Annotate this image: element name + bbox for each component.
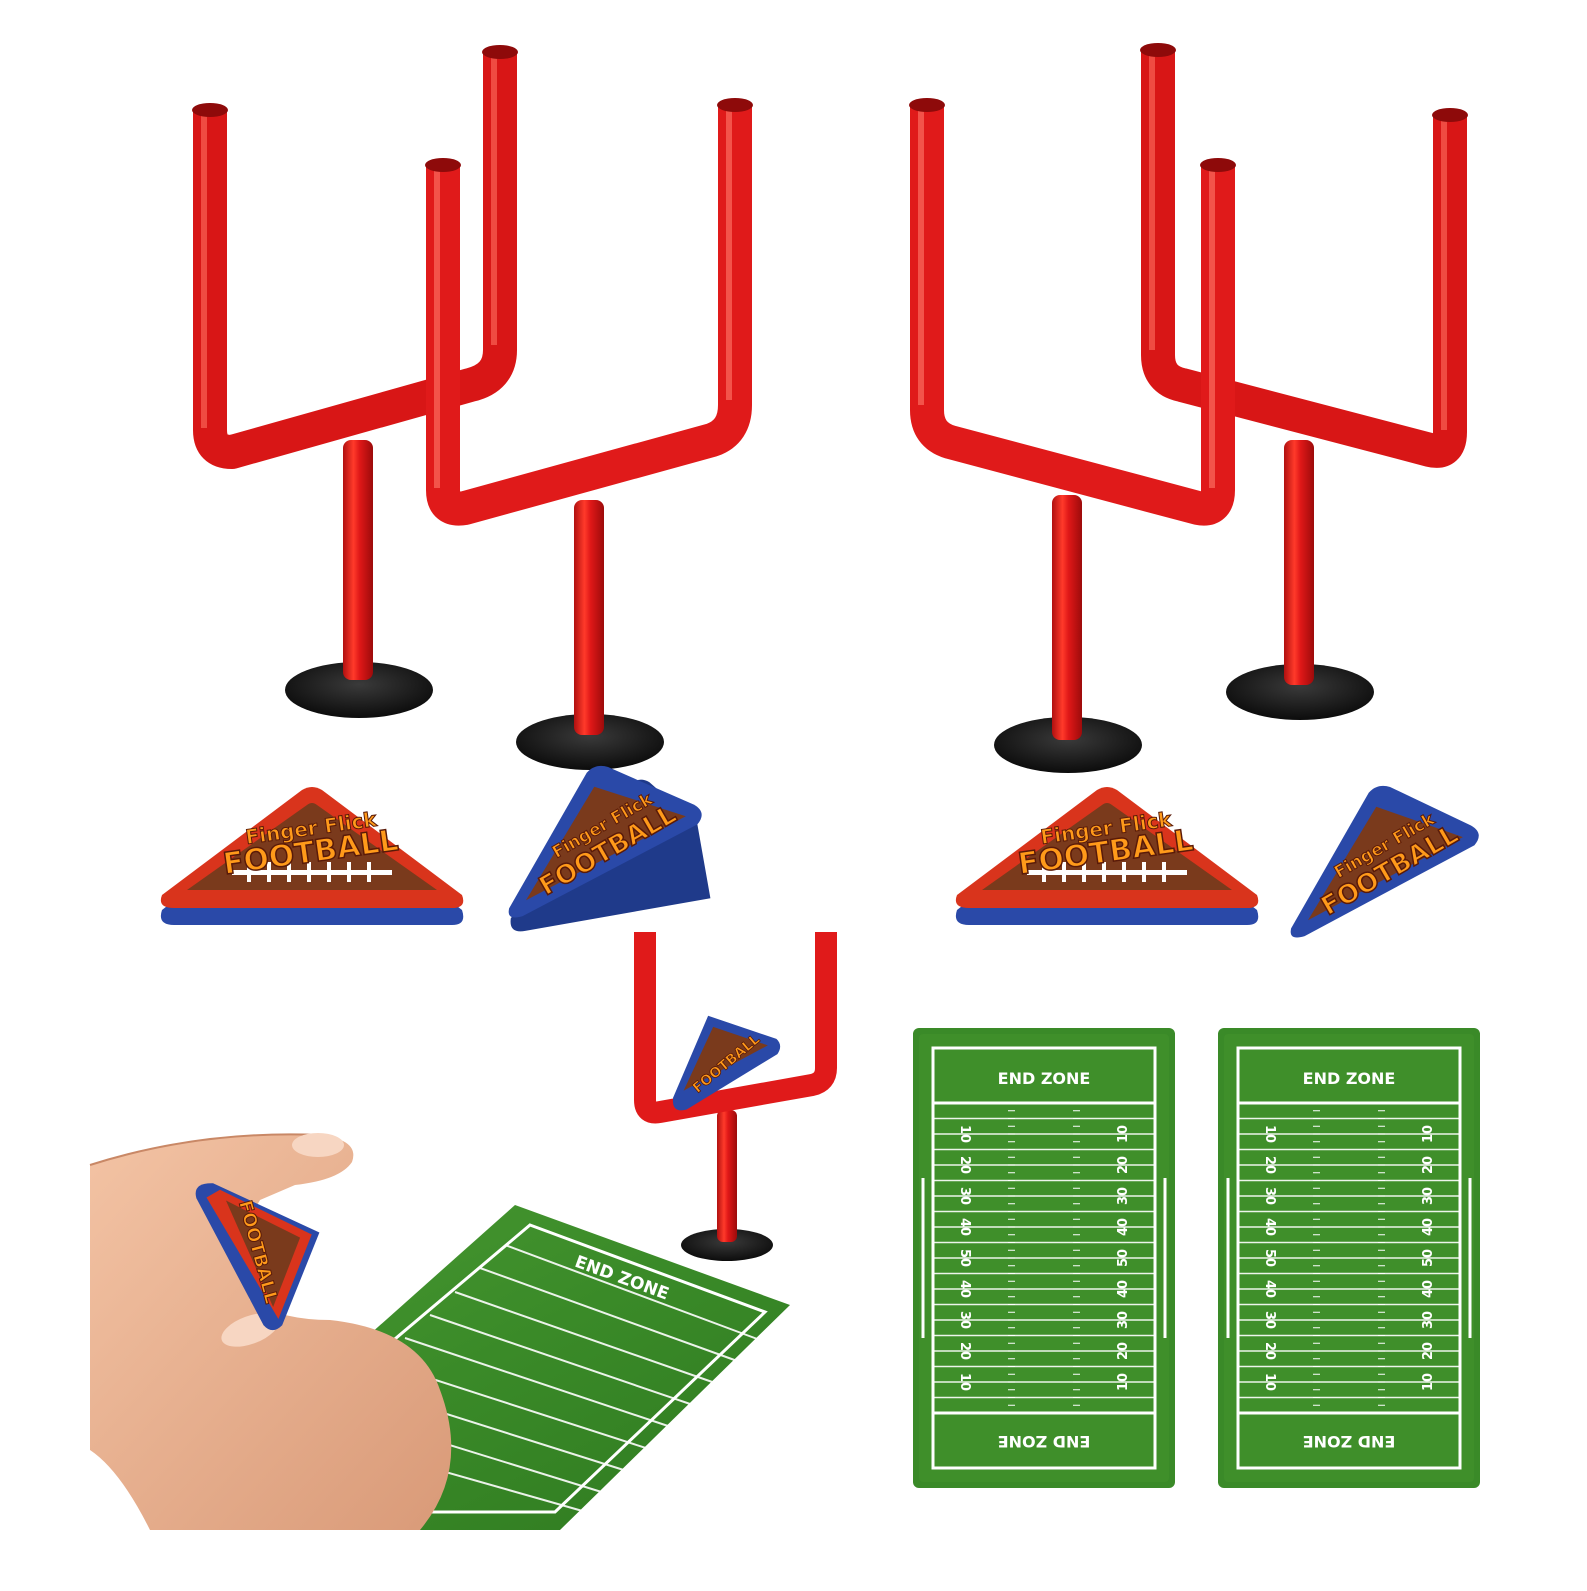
field-end-zone-label: END ZONE <box>1303 1432 1396 1451</box>
yard-number-left: 30 <box>957 1311 972 1329</box>
yard-number-right: 20 <box>1116 1342 1131 1360</box>
field-end-zone-label: END ZONE <box>998 1432 1091 1451</box>
yard-number-right: 20 <box>1421 1342 1436 1360</box>
goalpost-icon <box>1140 43 1468 720</box>
yard-number-left: 50 <box>957 1249 972 1267</box>
suction-base-icon <box>285 662 433 718</box>
field-end-zone-label: END ZONE <box>1303 1069 1396 1088</box>
yard-number-right: 20 <box>1116 1156 1131 1174</box>
yard-number-right: 30 <box>1421 1311 1436 1329</box>
yard-number-left: 20 <box>1262 1342 1277 1360</box>
suction-base-icon <box>1226 664 1374 720</box>
yard-number-left: 10 <box>957 1373 972 1391</box>
yard-number-right: 40 <box>1116 1218 1131 1236</box>
yard-number-left: 10 <box>957 1125 972 1143</box>
yard-number-right: 30 <box>1116 1311 1131 1329</box>
yard-number-left: 40 <box>957 1280 972 1298</box>
yard-number-left: 20 <box>957 1156 972 1174</box>
yard-number-left: 30 <box>1262 1187 1277 1205</box>
yard-number-left: 40 <box>1262 1280 1277 1298</box>
yard-number-left: 20 <box>957 1342 972 1360</box>
hand-icon <box>89 1133 452 1530</box>
suction-base-icon <box>516 714 664 770</box>
football-token-icon: Finger Flick FOOTBALL <box>1290 785 1479 938</box>
yard-number-left: 40 <box>957 1218 972 1236</box>
yard-number-left: 30 <box>957 1187 972 1205</box>
yard-number-right: 30 <box>1421 1187 1436 1205</box>
goalpost-icon <box>425 98 753 770</box>
football-field-icon: END ZONE END ZONE 10 10 20 20 30 30 40 40 50 50 40 40… <box>913 1028 1175 1488</box>
yard-number-right: 50 <box>1116 1249 1131 1267</box>
yard-number-left: 20 <box>1262 1156 1277 1174</box>
yard-number-right: 10 <box>1421 1125 1436 1143</box>
football-token-icon: Finger Flick FOOTBALL <box>955 787 1259 925</box>
goalpost-icon <box>634 932 837 1261</box>
field-cards: END ZONE END ZONE 10 10 20 20 30 30 40 40 50 50 40 40… <box>913 1028 1480 1488</box>
football-field-icon: END ZONE END ZONE 10 10 20 20 30 30 40 40 50 50 40 40… <box>1218 1028 1480 1488</box>
yard-number-right: 40 <box>1421 1218 1436 1236</box>
yard-number-right: 10 <box>1116 1125 1131 1143</box>
suction-base-icon <box>681 1229 773 1261</box>
yard-number-left: 40 <box>1262 1218 1277 1236</box>
field-end-zone-label: END ZONE <box>998 1069 1091 1088</box>
yard-number-right: 30 <box>1116 1187 1131 1205</box>
yard-number-left: 10 <box>1262 1125 1277 1143</box>
yard-number-right: 40 <box>1116 1280 1131 1298</box>
football-token-icon: Finger Flick FOOTBALL <box>508 765 711 932</box>
football-token-icon: Finger Flick FOOTBALL <box>160 787 464 925</box>
yard-number-right: 40 <box>1421 1280 1436 1298</box>
goalpost-icon <box>192 45 518 718</box>
suction-base-icon <box>994 717 1142 773</box>
yard-number-right: 10 <box>1116 1373 1131 1391</box>
football-token-icon: FOOTBALL <box>195 1183 320 1331</box>
goalpost-icon <box>909 98 1236 773</box>
yard-number-right: 20 <box>1421 1156 1436 1174</box>
yard-number-right: 10 <box>1421 1373 1436 1391</box>
yard-number-left: 50 <box>1262 1249 1277 1267</box>
yard-number-left: 10 <box>1262 1373 1277 1391</box>
yard-number-left: 30 <box>1262 1311 1277 1329</box>
yard-number-right: 50 <box>1421 1249 1436 1267</box>
